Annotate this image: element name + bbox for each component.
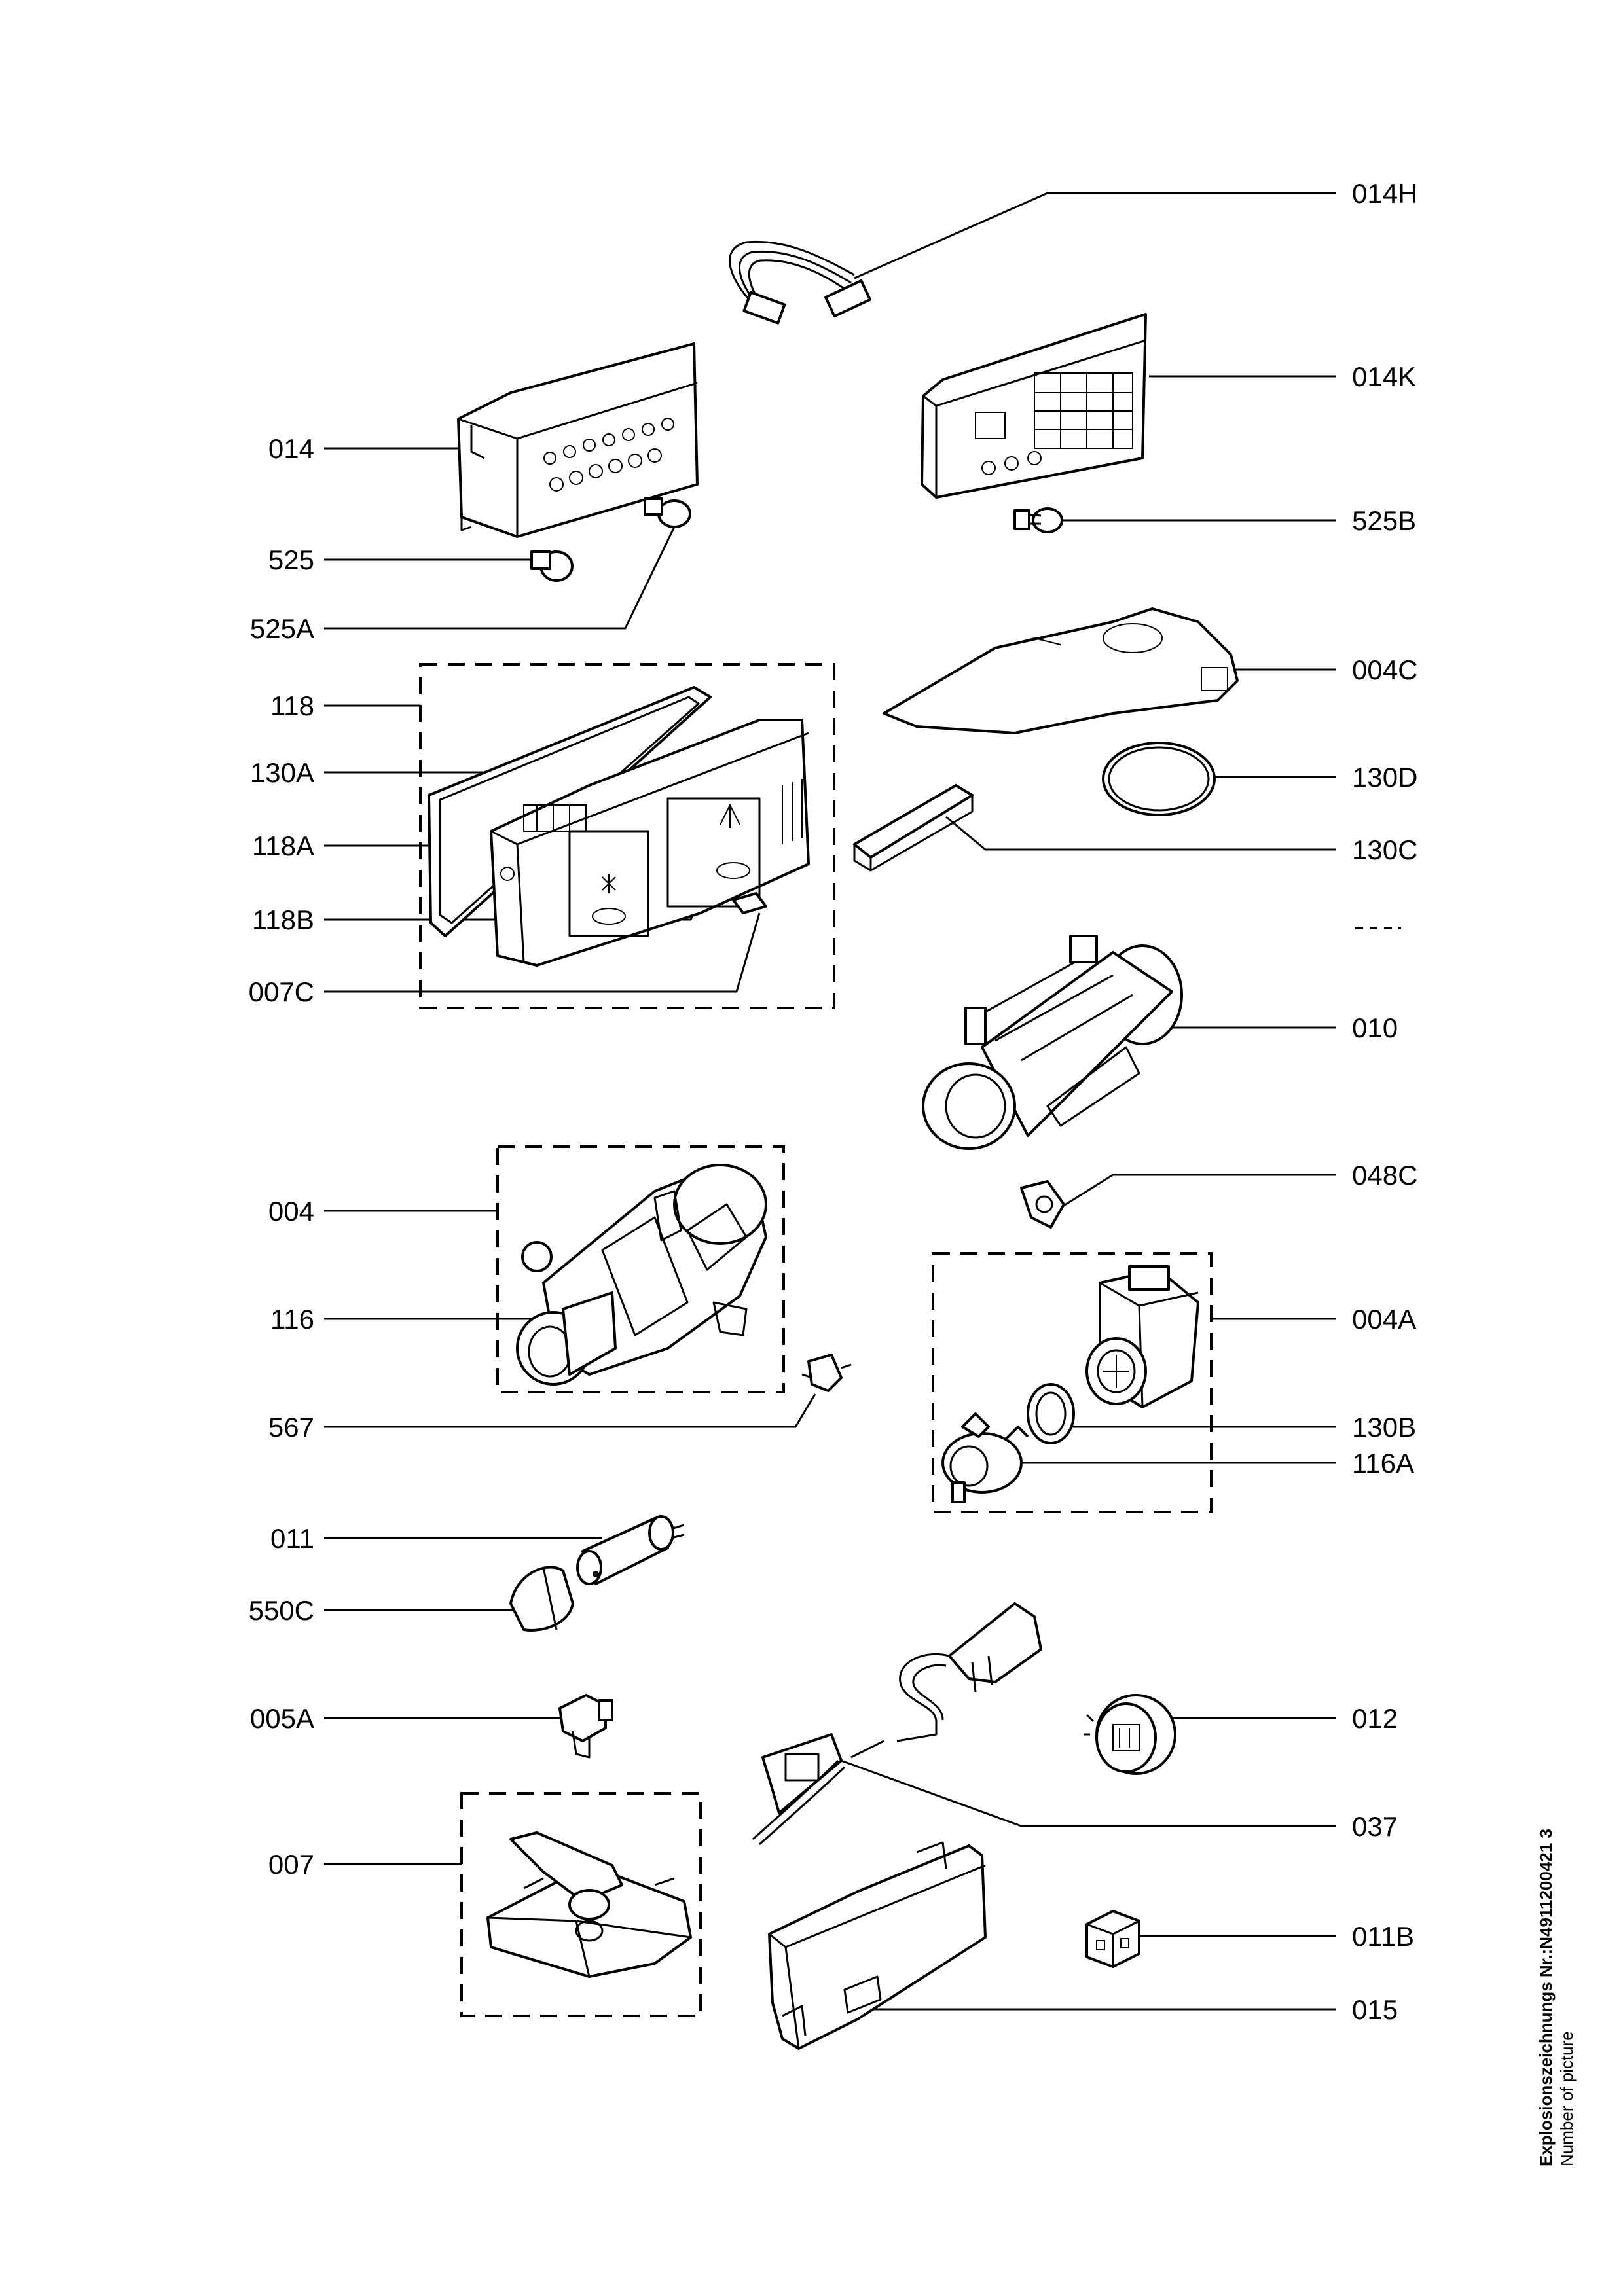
label-011B: 011B	[1352, 1921, 1414, 1952]
label-010: 010	[1352, 1013, 1398, 1043]
cover-004C	[883, 607, 1239, 734]
control-module-014	[457, 342, 699, 538]
label-004: 004	[268, 1196, 314, 1227]
cap-550C	[509, 1566, 574, 1632]
heater-010	[922, 935, 1183, 1150]
drain-pump-004A	[1085, 1265, 1199, 1408]
knob-525	[530, 550, 574, 582]
label-007C: 007C	[249, 977, 314, 1007]
label-007: 007	[268, 1849, 314, 1880]
label-525: 525	[268, 545, 314, 575]
label-130A: 130A	[250, 757, 314, 788]
group-box-118	[419, 663, 835, 1009]
label-014H: 014H	[1352, 178, 1417, 209]
group-boxes	[419, 663, 1213, 2017]
group-box-007	[460, 1792, 702, 2017]
label-004C: 004C	[1352, 655, 1417, 685]
valve-116A	[941, 1412, 1029, 1503]
strip-130C	[853, 784, 974, 872]
label-118A: 118A	[252, 831, 314, 861]
label-015: 015	[1352, 1994, 1398, 2025]
group-box-004	[496, 1145, 785, 1393]
label-118: 118	[270, 691, 314, 721]
display-panel-014K	[921, 313, 1147, 499]
leader-lines	[324, 192, 1336, 2011]
knob-525B	[1013, 507, 1063, 533]
label-011: 011	[270, 1523, 314, 1554]
label-130C: 130C	[1352, 834, 1417, 865]
drawing-number-block: Explosionszeichnungs Nr.:N4911200421 3 N…	[1536, 1829, 1577, 2166]
label-014K: 014K	[1352, 361, 1416, 392]
label-567: 567	[268, 1412, 314, 1443]
sensor-048C	[1020, 1180, 1065, 1229]
label-037: 037	[1352, 1811, 1398, 1842]
knob-525A	[644, 497, 691, 528]
dispenser-118	[428, 686, 810, 967]
label-116A: 116A	[1352, 1448, 1414, 1479]
housing-015	[768, 1841, 987, 2050]
clamp-567	[801, 1354, 852, 1392]
valve-005A	[558, 1694, 613, 1759]
label-130D: 130D	[1352, 762, 1417, 793]
power-cord-037	[752, 1602, 1042, 1846]
wire-harness-014H	[729, 240, 871, 325]
label-118B: 118B	[252, 905, 314, 935]
label-004A: 004A	[1352, 1304, 1416, 1335]
callout-labels: 014H 014K 014 525B 525 525A 118 004C 130…	[249, 178, 1418, 2025]
ring-130D	[1102, 742, 1216, 816]
spray-arm-007	[486, 1831, 692, 1978]
label-550C: 550C	[249, 1595, 314, 1626]
label-525A: 525A	[250, 613, 314, 644]
label-005A: 005A	[250, 1703, 314, 1734]
relay-011B	[1085, 1910, 1140, 1968]
drawing-number: Explosionszeichnungs Nr.:N4911200421 3	[1536, 1829, 1556, 2166]
label-130B: 130B	[1352, 1412, 1416, 1443]
group-box-004A	[932, 1252, 1213, 1513]
label-012: 012	[1352, 1703, 1398, 1734]
label-014: 014	[268, 433, 314, 464]
switch-012	[1084, 1694, 1176, 1775]
pump-004	[516, 1164, 767, 1386]
label-525B: 525B	[1352, 505, 1416, 536]
label-116: 116	[270, 1304, 314, 1335]
drawing-number-caption: Number of picture	[1557, 2031, 1577, 2166]
clip-007C	[732, 892, 767, 914]
ring-130B	[1027, 1383, 1075, 1444]
label-048C: 048C	[1352, 1160, 1417, 1191]
capacitor-011	[576, 1515, 685, 1585]
